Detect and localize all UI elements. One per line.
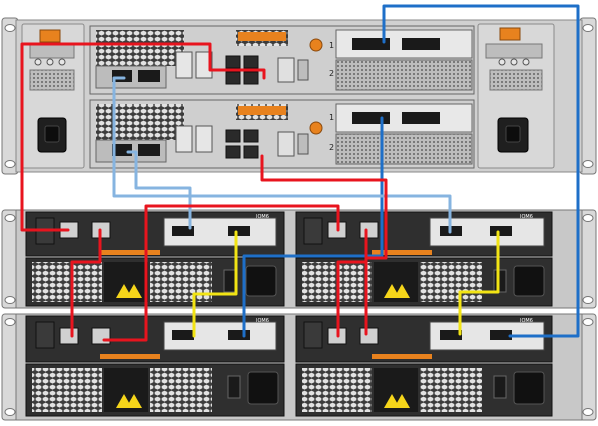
power-inlet-icon[interactable] — [245, 265, 277, 297]
sas-port[interactable] — [402, 38, 440, 50]
power-switch-icon[interactable] — [227, 375, 241, 399]
power-switch-icon[interactable] — [223, 269, 237, 293]
ethernet-port[interactable] — [59, 327, 79, 345]
cable-red[interactable] — [208, 52, 266, 80]
rack-screw-hole — [4, 160, 16, 168]
slot-number: 1 — [329, 113, 334, 122]
iom-label: IOM6 — [256, 318, 269, 324]
mgmt-port[interactable] — [277, 57, 295, 83]
sas-port[interactable] — [402, 112, 440, 124]
power-switch-icon[interactable] — [493, 269, 507, 293]
power-inlet-icon[interactable] — [513, 265, 545, 297]
rack-screw-hole — [4, 24, 16, 32]
sas-port-circle[interactable] — [490, 226, 512, 236]
status-led — [522, 58, 530, 66]
cable-red[interactable] — [102, 204, 340, 342]
controller-module-b: 1 2 — [89, 99, 475, 169]
rack-screw-hole — [582, 160, 594, 168]
ethernet-port[interactable] — [91, 327, 111, 345]
power-inlet-icon[interactable] — [247, 371, 279, 405]
wrench-icon — [309, 121, 323, 135]
cables — [20, 4, 580, 342]
psu-fan-module-b — [295, 363, 553, 417]
iom-label: IOM6 — [520, 318, 533, 324]
sas-port[interactable] — [352, 112, 390, 124]
mgmt-port[interactable] — [277, 131, 295, 157]
slot-number: 2 — [329, 143, 334, 152]
controller-module-a: 1 2 — [89, 25, 475, 95]
iom-label: IOM6 — [520, 214, 533, 220]
hba-port[interactable] — [138, 70, 160, 82]
wrench-icon — [309, 38, 323, 52]
rack-screw-hole — [582, 24, 594, 32]
warning-label-icon — [374, 262, 418, 302]
sas-port[interactable] — [352, 38, 390, 50]
status-led — [58, 58, 66, 66]
cable-yellow[interactable] — [192, 230, 238, 338]
cable-red[interactable] — [336, 228, 368, 338]
ethernet-port[interactable] — [225, 145, 241, 159]
cable-red[interactable] — [260, 154, 388, 336]
cable-yellow[interactable] — [458, 230, 500, 336]
iom-label: IOM6 — [256, 214, 269, 220]
ethernet-port[interactable] — [225, 129, 241, 143]
cable-lightblue[interactable] — [112, 76, 452, 234]
iom-module-b: IOM6 — [295, 315, 553, 363]
status-led — [46, 58, 54, 66]
sas-port-square[interactable] — [172, 226, 194, 236]
psu-fan-module-a — [25, 257, 285, 307]
sas-port-circle[interactable] — [228, 330, 250, 340]
status-led — [498, 58, 506, 66]
sas-port-square[interactable] — [172, 330, 194, 340]
ethernet-port[interactable] — [243, 129, 259, 143]
warning-label-icon — [104, 368, 148, 412]
disk-shelf-2: IOM6 IOM6 — [1, 313, 597, 421]
sas-port-square[interactable] — [440, 330, 462, 340]
disk-shelf-1: IOM6 IOM6 — [1, 209, 597, 309]
ethernet-port[interactable] — [243, 71, 259, 85]
warning-label-icon — [104, 262, 148, 302]
iom-module-a: IOM6 — [25, 211, 285, 257]
iom-module-b: IOM6 — [295, 211, 553, 257]
ethernet-port[interactable] — [243, 55, 259, 69]
ethernet-port[interactable] — [225, 55, 241, 69]
ethernet-port[interactable] — [243, 145, 259, 159]
power-inlet-icon[interactable] — [513, 371, 545, 405]
slot-number: 2 — [329, 69, 334, 78]
power-switch-icon[interactable] — [493, 375, 507, 399]
ethernet-port[interactable] — [359, 327, 379, 345]
iom-module-a: IOM6 — [25, 315, 285, 363]
status-led — [510, 58, 518, 66]
ethernet-port[interactable] — [225, 71, 241, 85]
psu-fan-module-b — [295, 257, 553, 307]
sas-port-circle[interactable] — [490, 330, 512, 340]
cable-red[interactable] — [20, 42, 212, 232]
cable-blue[interactable] — [382, 4, 580, 338]
cable-red[interactable] — [70, 228, 102, 338]
cable-lightblue[interactable] — [126, 150, 192, 230]
warning-label-icon — [374, 368, 418, 412]
sas-port-circle[interactable] — [228, 226, 250, 236]
ethernet-port[interactable] — [359, 221, 379, 239]
cable-blue[interactable] — [242, 116, 384, 338]
controller-enclosure: 1 2 1 2 — [1, 17, 597, 175]
hba-port[interactable] — [138, 144, 160, 156]
slot-number: 1 — [329, 41, 334, 50]
status-led — [34, 58, 42, 66]
psu-left — [21, 23, 85, 169]
psu-right — [477, 23, 555, 169]
psu-fan-module-a — [25, 363, 285, 417]
